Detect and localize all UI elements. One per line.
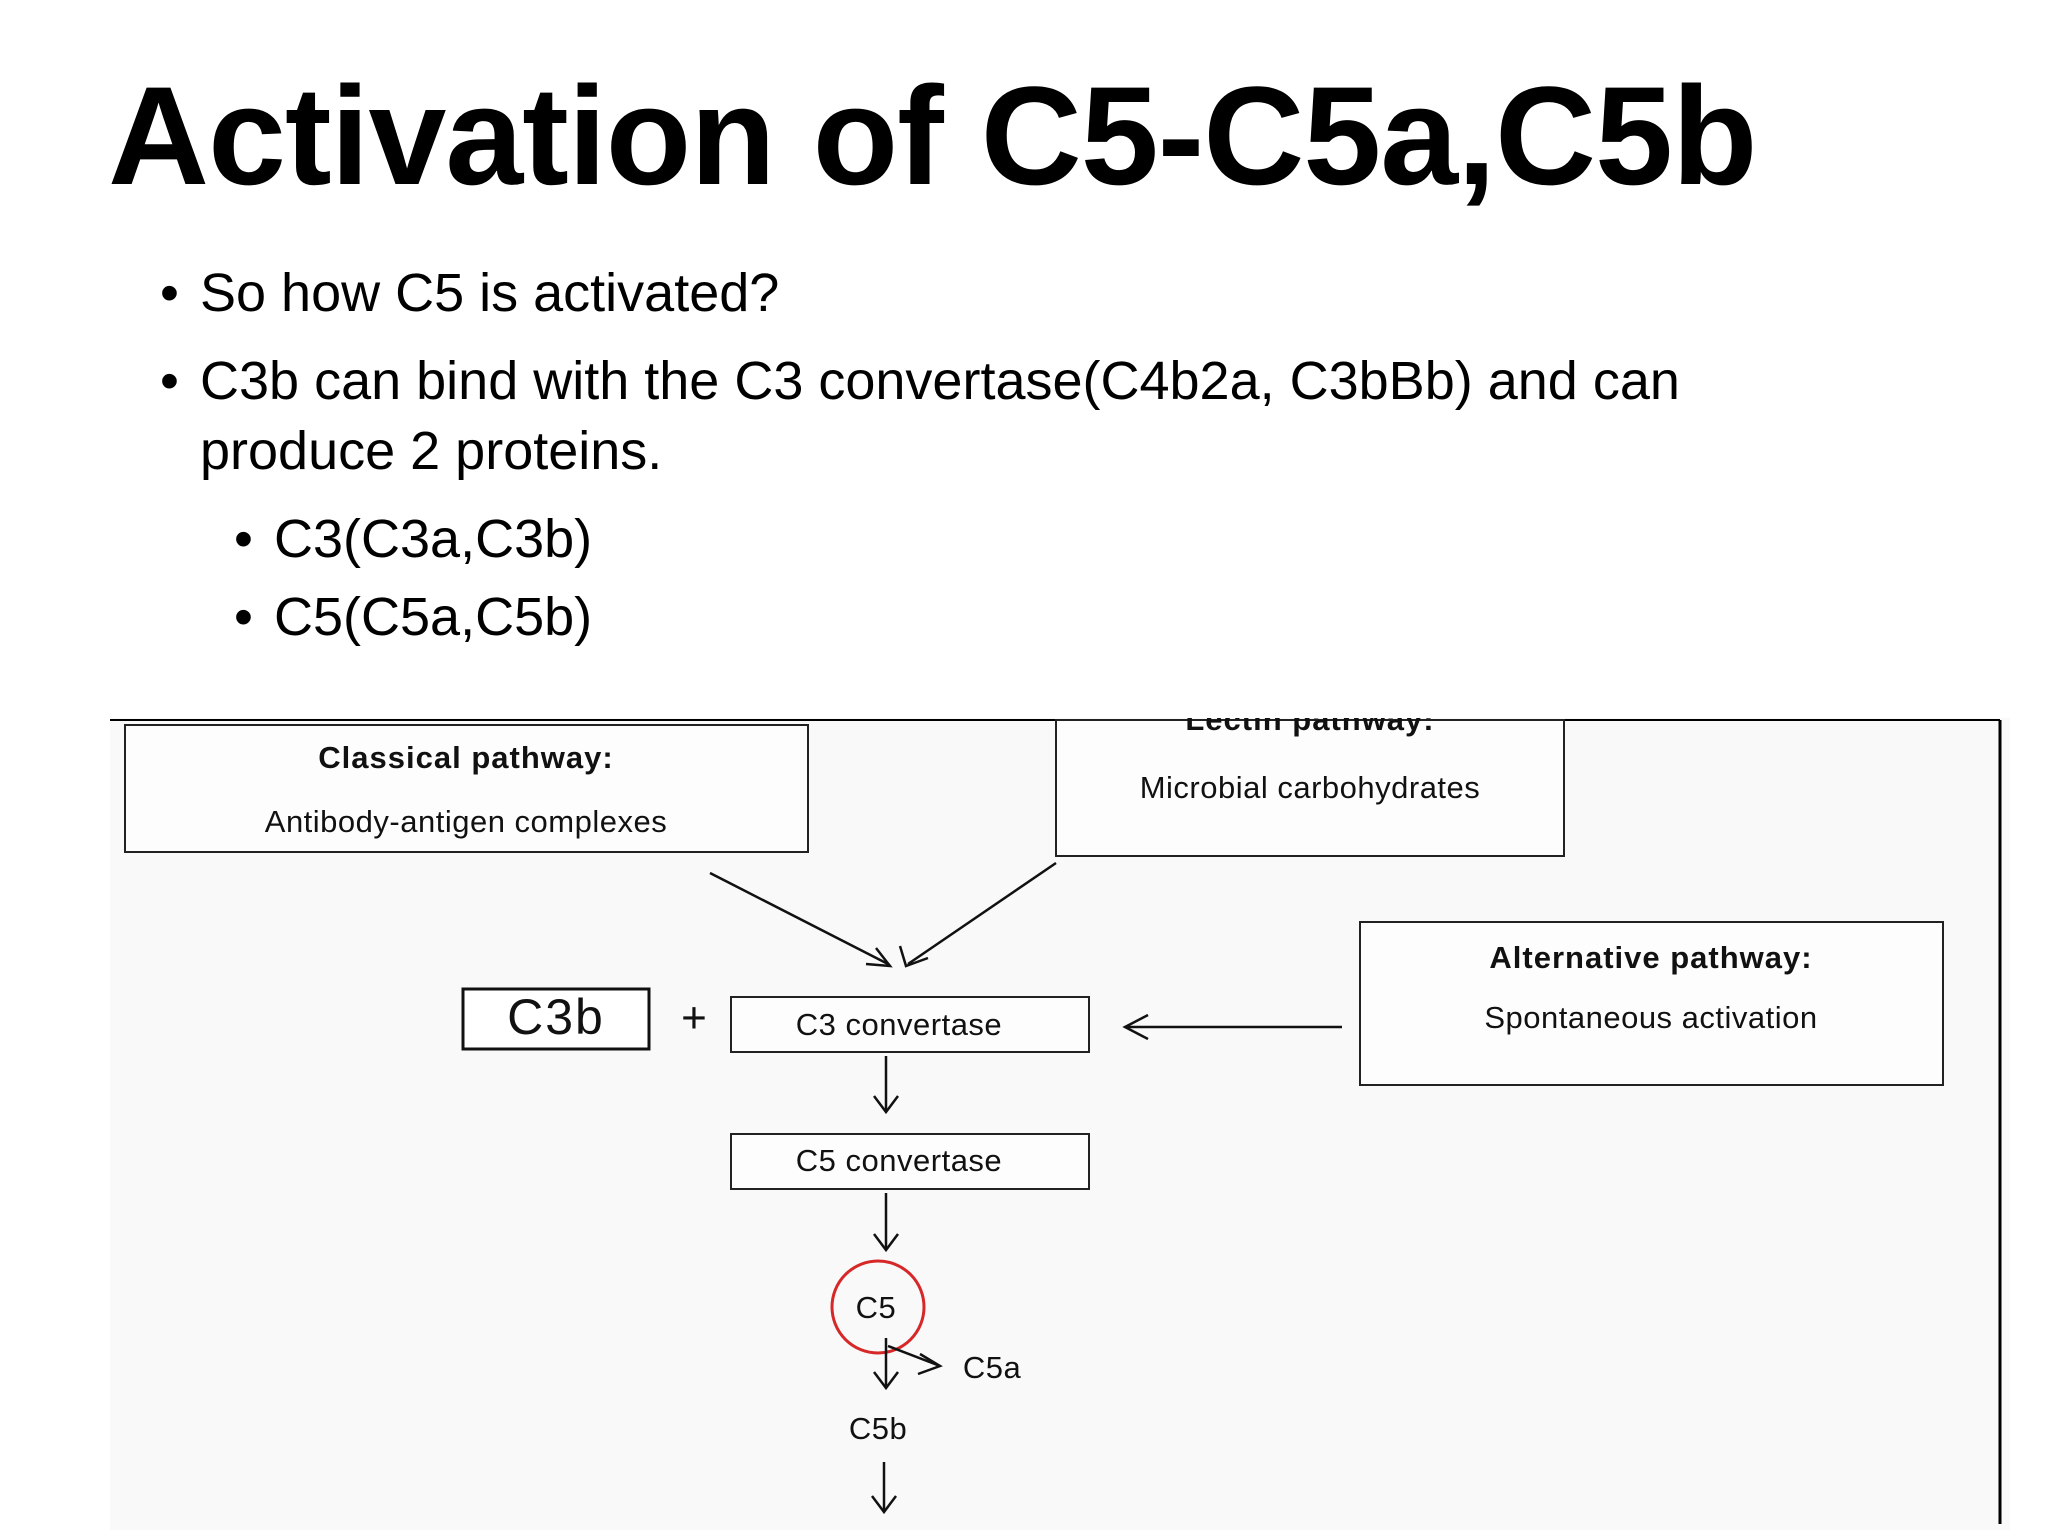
- lectin-pathway-text: Microbial carbohydrates: [1140, 770, 1481, 805]
- slide-title: Activation of C5-C5a,C5b: [108, 57, 1757, 214]
- arrow-to-c5-convertase: [873, 1056, 899, 1115]
- c3b-label: C3b: [507, 989, 605, 1045]
- c5-node: C5: [830, 1259, 926, 1355]
- pathway-diagram-svg: Classical pathway: Antibody-antigen comp…: [110, 718, 2002, 1524]
- bullet-question: So how C5 is activated?: [160, 258, 1800, 328]
- classical-pathway-title: Classical pathway:: [318, 740, 613, 775]
- arrow-from-alternative: [1122, 1013, 1342, 1041]
- c3b-box: C3b: [461, 987, 651, 1051]
- converging-arrows: [709, 861, 1057, 968]
- bullet-c3b-binding: C3b can bind with the C3 convertase(C4b2…: [160, 346, 1800, 486]
- c5-label: C5: [856, 1290, 897, 1325]
- arrow-to-c5: [873, 1193, 899, 1253]
- bullet-list: So how C5 is activated? C3b can bind wit…: [160, 258, 1800, 660]
- c3-convertase-label: C3 convertase: [796, 1007, 1002, 1042]
- c5a-label: C5a: [963, 1350, 1022, 1385]
- sub-bullet-c3: C3(C3a,C3b): [234, 504, 1800, 574]
- classical-pathway-box: Classical pathway: Antibody-antigen comp…: [124, 724, 809, 853]
- arrow-below-c5b: [871, 1462, 897, 1515]
- alternative-pathway-box: Alternative pathway: Spontaneous activat…: [1359, 921, 1944, 1086]
- classical-pathway-text: Antibody-antigen complexes: [265, 804, 667, 839]
- lectin-pathway-title: Lectin pathway:: [1185, 718, 1434, 737]
- sub-bullet-c5: C5(C5a,C5b): [234, 582, 1800, 652]
- arrow-to-c5b: [873, 1338, 899, 1391]
- lectin-pathway-box: Lectin pathway: Microbial carbohydrates: [1055, 718, 1565, 857]
- complement-pathway-diagram: Classical pathway: Antibody-antigen comp…: [110, 718, 2010, 1530]
- alternative-pathway-title: Alternative pathway:: [1489, 940, 1812, 975]
- c5-convertase-box: C5 convertase: [730, 1133, 1090, 1190]
- c5b-label: C5b: [849, 1411, 907, 1446]
- c5-highlight-circle: [830, 1259, 926, 1355]
- arrow-to-c5a: [887, 1344, 943, 1376]
- c3-convertase-box: C3 convertase: [730, 996, 1090, 1053]
- alternative-pathway-text: Spontaneous activation: [1484, 1000, 1817, 1035]
- plus-sign: +: [681, 994, 707, 1043]
- c5-convertase-label: C5 convertase: [796, 1143, 1002, 1178]
